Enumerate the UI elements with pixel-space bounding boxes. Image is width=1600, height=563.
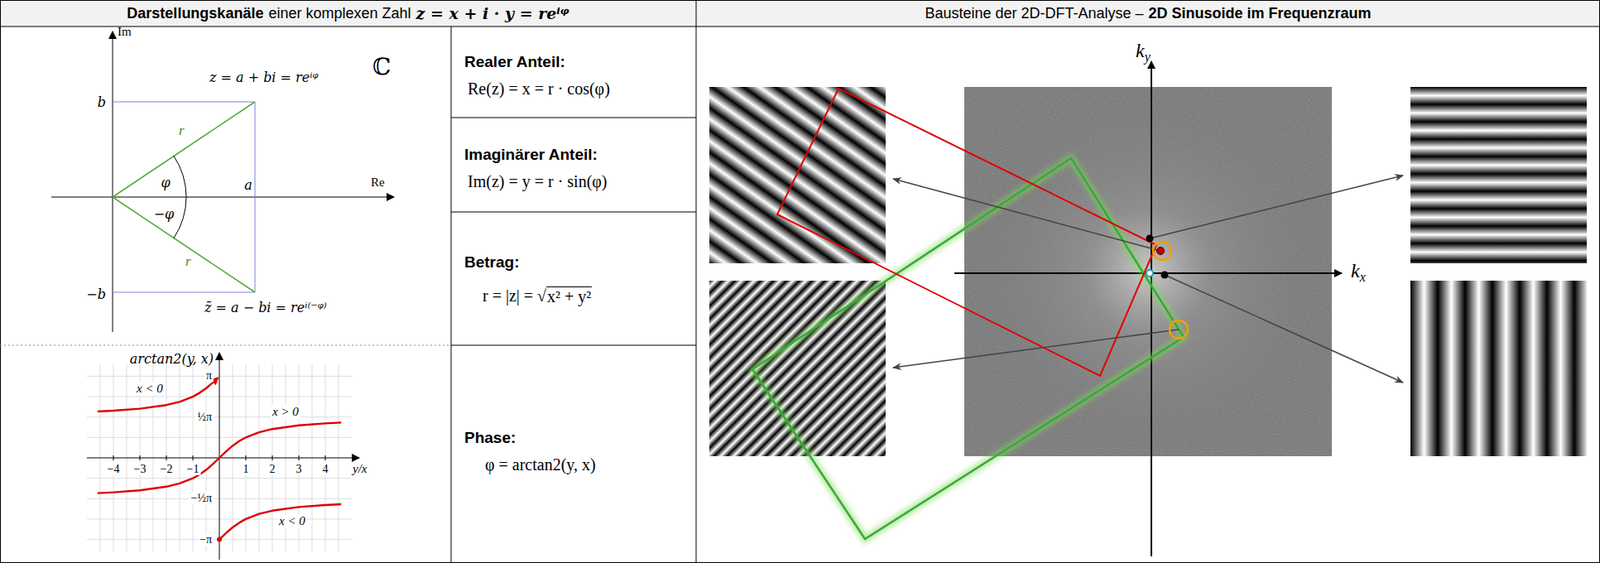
sinusoid-image	[709, 86, 886, 264]
tick-label: 4	[321, 462, 331, 476]
cell-heading: Betrag:	[464, 253, 520, 272]
header-text: Darstellungskanäle	[126, 4, 264, 23]
tick-label: −½π	[189, 491, 214, 505]
angle-label: φ	[160, 174, 170, 191]
axis-label: k	[1350, 259, 1360, 283]
cell-formula: Im(z) = y = r · sin(φ)	[467, 172, 608, 192]
axis-subscript: x	[1359, 269, 1366, 285]
tick-label: −4	[105, 462, 122, 476]
header-cell: Darstellungskanäleeiner komplexen Zahl z …	[0, 0, 697, 27]
point-label: z = a + bi = reⁱᵠ	[209, 69, 318, 86]
header-formula: z = x + i · y = reⁱᵠ	[416, 4, 570, 23]
sinusoid-image	[1410, 280, 1587, 457]
axis-label: arctan2(y, x)	[129, 350, 214, 367]
axis-label-group: kx	[1350, 259, 1366, 283]
cell-formula: r = |z| = √	[482, 286, 547, 306]
tick-label: 2	[268, 462, 278, 476]
radius-label: r	[185, 253, 192, 270]
tick-label: −1	[185, 462, 202, 476]
axis-label: Re	[370, 175, 385, 190]
axis-label: −b	[86, 286, 106, 303]
tick-label: 3	[294, 462, 304, 476]
header-text: Bausteine der 2D-DFT-Analyse –	[924, 4, 1144, 23]
axis-label: b	[97, 94, 106, 111]
tick-label: −3	[132, 462, 149, 476]
curve-label: x < 0	[134, 381, 165, 396]
formula-group: r = |z| = √x² + y²	[482, 286, 592, 306]
radius-label: r	[178, 122, 185, 140]
set-symbol: ℂ	[372, 52, 391, 81]
point-label: z̄ = a − bi = reⁱ⁽⁻ᵠ⁾	[204, 299, 327, 316]
tick-label: 1	[241, 462, 251, 476]
tick-label: −π	[197, 533, 214, 546]
sinusoid-image	[1410, 86, 1587, 264]
formula-radicand: x² + y²	[546, 286, 592, 306]
cell-heading: Phase:	[464, 428, 516, 447]
axis-label: k	[1135, 39, 1145, 63]
tick-label: ½π	[195, 410, 214, 423]
cell-heading: Realer Anteil:	[464, 52, 566, 72]
axis-label: Im	[117, 24, 132, 39]
curve-label: x > 0	[270, 404, 301, 419]
header-cell: Bausteine der 2D-DFT-Analyse –2D Sinusoi…	[696, 0, 1600, 27]
axis-subscript: y	[1144, 49, 1151, 65]
axis-label-group: ky	[1135, 39, 1151, 63]
header-text: 2D Sinusoide im Frequenzraum	[1148, 4, 1372, 23]
cell-heading: Imaginärer Anteil:	[464, 145, 598, 164]
tick-label: −2	[158, 462, 175, 476]
cell-formula: φ = arctan2(y, x)	[485, 455, 596, 475]
axis-label: y/x	[350, 461, 369, 476]
sinusoid-image	[709, 280, 886, 457]
axis-label: a	[244, 177, 253, 193]
tick-label: π	[204, 369, 214, 382]
header-text: einer komplexen Zahl	[268, 4, 411, 23]
angle-label: −φ	[153, 206, 175, 222]
curve-label: x < 0	[277, 514, 308, 529]
cell-formula: Re(z) = x = r · cos(φ)	[467, 79, 611, 99]
